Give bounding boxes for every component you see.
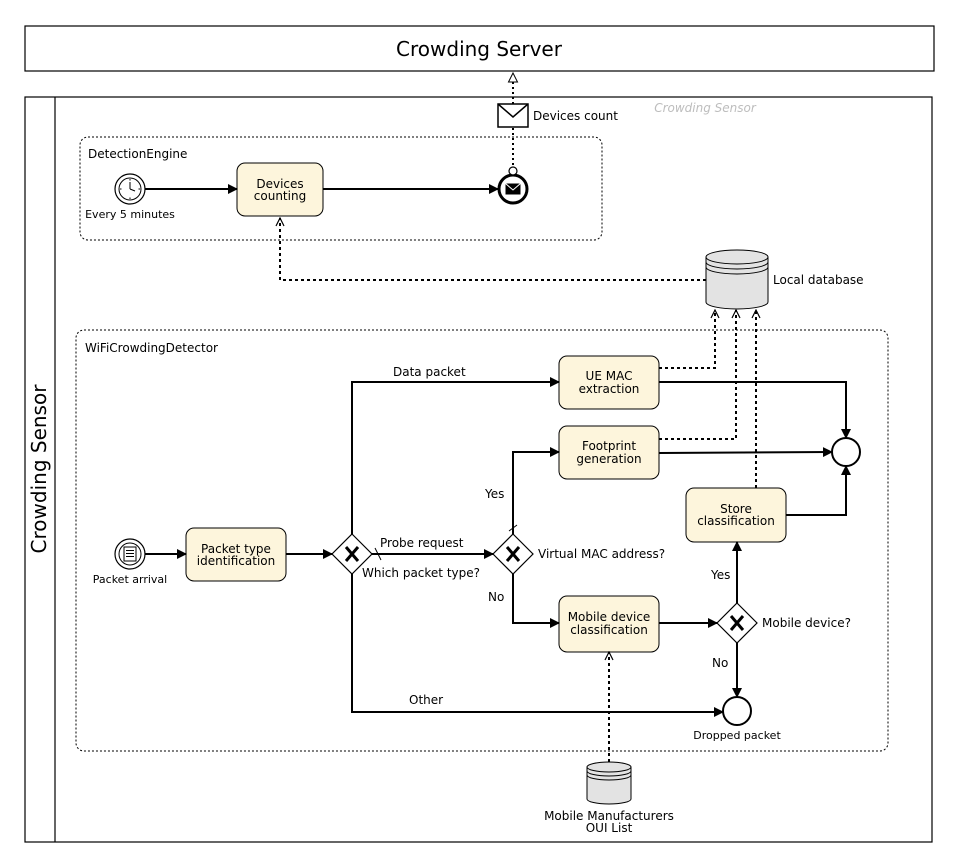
svg-text:extraction: extraction <box>579 382 640 396</box>
exclusive-x-icon <box>729 615 745 631</box>
svg-text:Mobile device: Mobile device <box>568 610 651 624</box>
flow-virtual-no <box>512 574 560 628</box>
message-end-event[interactable] <box>497 173 529 205</box>
dropped-packet-label: Dropped packet <box>693 729 781 742</box>
svg-text:classification: classification <box>697 514 775 528</box>
ue-mac-task[interactable]: UE MAC extraction <box>558 355 660 410</box>
detection-engine-group: DetectionEngine <box>79 136 603 241</box>
devices-counting-task[interactable]: Devices counting <box>236 162 324 217</box>
flow-data-packet-label: Data packet <box>393 365 466 379</box>
message-envelope <box>497 103 529 128</box>
default-flow-mark <box>374 547 382 561</box>
gateway-mobile-label: Mobile device? <box>762 616 851 630</box>
flow-probe-request-label: Probe request <box>380 536 464 550</box>
default-flow-mark <box>508 524 518 532</box>
gateway-packet-label: Which packet type? <box>362 566 480 580</box>
wifi-detector-title: WiFiCrowdingDetector <box>85 341 218 355</box>
oui-label-line2: OUI List <box>586 821 633 835</box>
document-icon <box>123 546 137 562</box>
exclusive-x-icon <box>505 546 521 562</box>
mobile-classification-task[interactable]: Mobile device classification <box>558 595 660 653</box>
flow-footprint-to-end <box>658 447 833 458</box>
flow-data-packet <box>351 377 560 534</box>
svg-text:counting: counting <box>254 189 306 203</box>
wifi-detector-group: WiFiCrowdingDetector <box>75 329 889 752</box>
oui-label-line1: Mobile Manufacturers <box>544 809 674 823</box>
packet-type-task[interactable]: Packet type identification <box>185 527 287 582</box>
flow-other <box>351 574 724 717</box>
clock-icon <box>120 179 140 199</box>
packet-arrival-start-event[interactable] <box>114 538 146 570</box>
end-event[interactable] <box>831 437 861 467</box>
oui-list-database <box>586 761 632 805</box>
crowding-server-pool: Crowding Server <box>24 25 935 72</box>
flow-other-label: Other <box>409 693 443 707</box>
store-classification-task[interactable]: Store classification <box>685 487 787 543</box>
exclusive-x-icon <box>344 546 360 562</box>
envelope-filled-icon <box>505 183 521 195</box>
flow-mobile-yes-label: Yes <box>710 568 730 582</box>
svg-text:Devices: Devices <box>256 177 303 191</box>
detection-engine-title: DetectionEngine <box>88 147 187 161</box>
flow-store-to-end <box>786 465 851 516</box>
flow-virtual-no-label: No <box>488 590 504 604</box>
timer-start-event[interactable] <box>114 173 146 205</box>
assoc-db-to-counting <box>280 218 706 281</box>
pool-watermark: Crowding Sensor <box>654 101 757 115</box>
flow-uemac-to-end <box>659 381 851 439</box>
dropped-packet-end-event[interactable] <box>722 696 752 726</box>
svg-text:Footprint: Footprint <box>582 439 636 453</box>
svg-text:Store: Store <box>720 502 752 516</box>
svg-text:classification: classification <box>570 623 648 637</box>
footprint-task[interactable]: Footprint generation <box>558 425 660 480</box>
gateway-virtual-label: Virtual MAC address? <box>538 547 665 561</box>
gateway-virtual-mac[interactable] <box>492 533 534 575</box>
svg-text:generation: generation <box>576 452 641 466</box>
svg-text:identification: identification <box>197 554 275 568</box>
flow-virtual-yes-label: Yes <box>484 487 504 501</box>
local-database-label: Local database <box>773 273 864 287</box>
svg-text:Packet type: Packet type <box>201 542 271 556</box>
message-flow-to-server <box>507 71 519 176</box>
pool-title: Crowding Sensor <box>27 384 51 554</box>
local-database <box>705 249 769 310</box>
server-title: Crowding Server <box>396 37 563 61</box>
flow-virtual-yes <box>512 447 560 534</box>
flow-mobile-no-label: No <box>712 656 728 670</box>
assoc-uemac-to-db <box>659 310 715 369</box>
message-label: Devices count <box>533 109 618 123</box>
gateway-mobile-device[interactable] <box>716 602 758 644</box>
assoc-footprint-to-db <box>659 310 736 440</box>
timer-label: Every 5 minutes <box>85 208 175 221</box>
crowding-sensor-pool: Crowding Sensor Crowding Sensor <box>24 96 933 843</box>
svg-text:UE MAC: UE MAC <box>586 369 633 383</box>
packet-arrival-label: Packet arrival <box>93 573 167 586</box>
